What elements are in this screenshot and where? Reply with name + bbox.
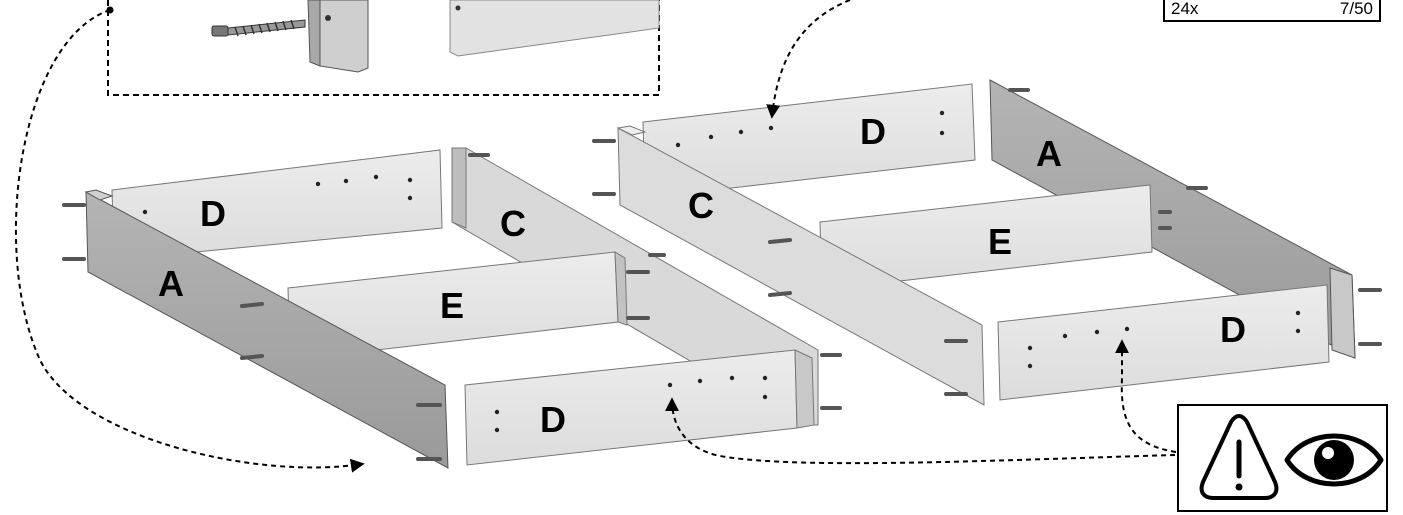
dowels-right [592,88,1382,396]
part-count-box: 24x 7/50 [1163,0,1381,22]
panel-c-right [616,125,985,406]
panel-label-d-front: D [540,399,566,440]
panel-label-e: E [440,285,464,326]
panel-label-c: C [500,203,526,244]
right-frame: A C D E D [592,79,1382,406]
warning-triangle-icon [1199,414,1279,500]
panel-label-d-back: D [200,193,226,234]
panel-label-d-back: D [860,111,886,152]
panel-a-left [84,189,449,469]
panel-c-left [451,147,819,426]
panel-label-a: A [158,263,184,304]
screw-icon [211,19,306,37]
panel-a-right [989,79,1356,359]
panel-label-a: A [1036,133,1062,174]
dowels-left [62,153,842,461]
detail-inset [106,0,660,96]
part-quantity: 24x [1171,0,1199,18]
attention-box [1177,404,1388,512]
eye-icon [1284,433,1384,487]
panel-label-d-front: D [1220,309,1246,350]
panel-d-front-left [464,349,815,466]
panel-label-c: C [688,185,714,226]
panel-d-front-right [997,284,1330,401]
left-frame: A C D E D [62,147,842,469]
dashed-arrows [14,0,1177,473]
panel-label-e: E [988,221,1012,262]
panel-d-back-left [111,149,443,261]
part-code: 7/50 [1339,0,1373,18]
